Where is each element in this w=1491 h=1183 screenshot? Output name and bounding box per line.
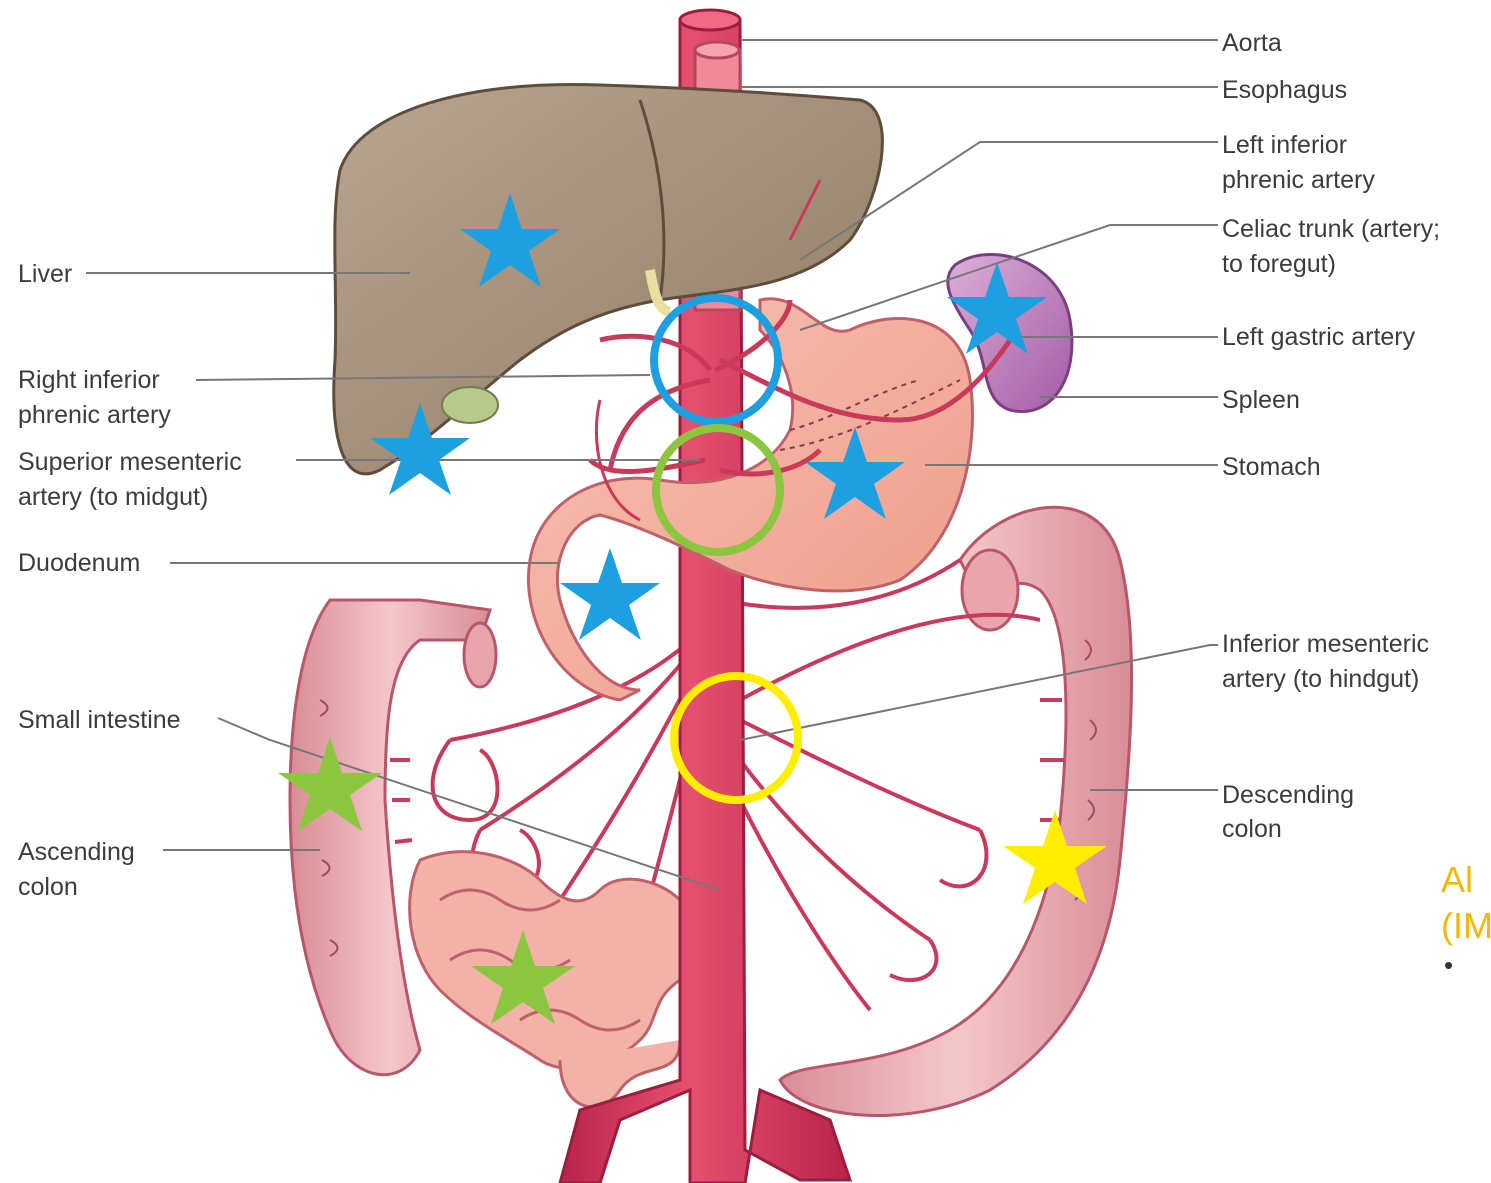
label-stomach: Stomach (1222, 450, 1321, 484)
label-superior-mesenteric-line1: Superior mesenteric (18, 445, 242, 479)
label-ascending-colon-line1: Ascending (18, 835, 135, 869)
label-duodenum: Duodenum (18, 546, 140, 580)
stomach (528, 299, 972, 700)
label-inferior-mesenteric-line2: artery (to hindgut) (1222, 662, 1419, 696)
label-superior-mesenteric-line2: artery (to midgut) (18, 480, 208, 514)
label-ascending-colon-line2: colon (18, 870, 78, 904)
slide-title-fragment-line1: Al (1441, 858, 1491, 902)
label-esophagus: Esophagus (1222, 73, 1347, 107)
label-liver: Liver (18, 257, 72, 291)
label-aorta: Aorta (1222, 26, 1282, 60)
label-left-inferior-phrenic-line2: phrenic artery (1222, 163, 1375, 197)
label-inferior-mesenteric-line1: Inferior mesenteric (1222, 627, 1429, 661)
label-celiac-trunk-line1: Celiac trunk (artery; (1222, 212, 1440, 246)
label-celiac-trunk-line2: to foregut) (1222, 247, 1336, 281)
label-small-intestine: Small intestine (18, 703, 181, 737)
label-right-inferior-phrenic-line2: phrenic artery (18, 398, 171, 432)
slide-bullet: • (1444, 950, 1453, 981)
slide-title-fragment-line2: (IM (1441, 904, 1491, 948)
label-left-gastric-artery: Left gastric artery (1222, 320, 1415, 354)
label-descending-colon-line1: Descending (1222, 778, 1354, 812)
label-left-inferior-phrenic-line1: Left inferior (1222, 128, 1347, 162)
label-right-inferior-phrenic-line1: Right inferior (18, 363, 160, 397)
label-descending-colon-line2: colon (1222, 812, 1282, 846)
duodenum-star-marker (560, 548, 660, 640)
descending-colon (780, 507, 1132, 1115)
label-spleen: Spleen (1222, 383, 1300, 417)
